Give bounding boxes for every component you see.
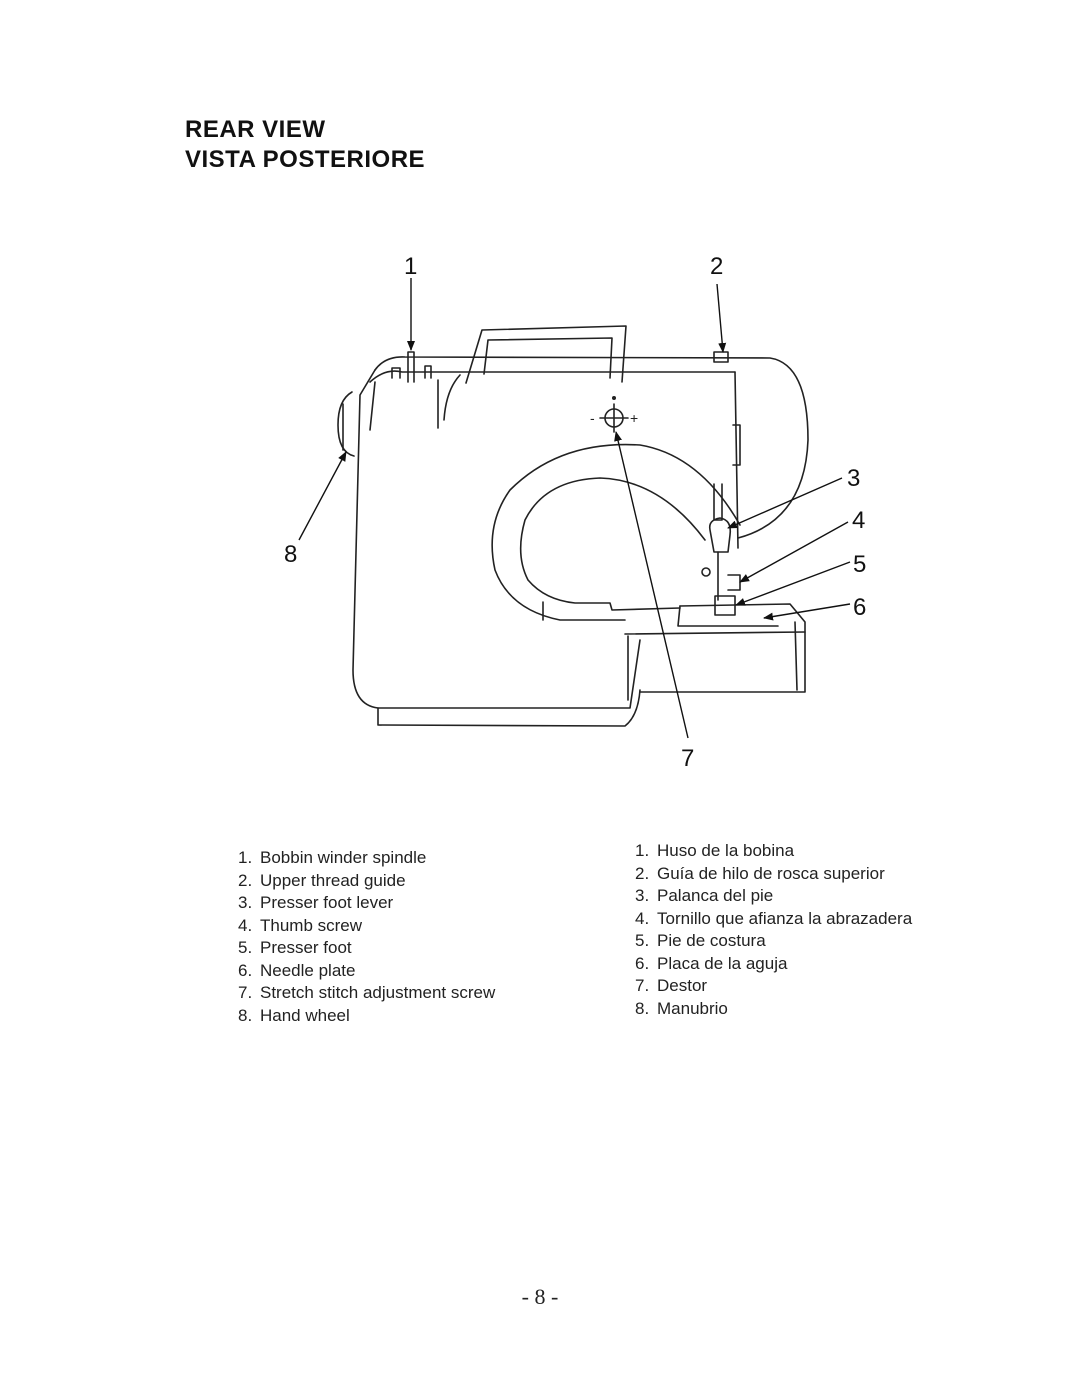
page-number: - 8 - (521, 1284, 559, 1309)
machine-body (374, 356, 809, 539)
list-item: 6.Needle plate (238, 960, 356, 980)
callout-4: 4 (852, 507, 865, 534)
callout-8: 8 (284, 541, 297, 568)
list-item: 5.Pie de costura (635, 931, 766, 950)
list-item: 3.Palanca del pie (635, 886, 774, 905)
callout-2: 2 (710, 253, 723, 280)
title-italian: VISTA POSTERIORE (185, 146, 426, 173)
svg-text:+: + (630, 410, 638, 426)
callout-1: 1 (404, 253, 417, 280)
list-item: 5.Presser foot (238, 938, 352, 957)
svg-text:-: - (590, 410, 595, 426)
list-item: 4.Tornillo que afianza la abrazadera (635, 908, 913, 928)
callout-6: 6 (853, 594, 866, 621)
list-item: 8.Hand wheel (238, 1005, 350, 1025)
list-item: 7.Destor (635, 976, 708, 995)
callout-5: 5 (853, 551, 866, 578)
list-item: 3.Presser foot lever (238, 893, 394, 912)
list-item: 8.Manubrio (635, 998, 728, 1018)
title-english: REAR VIEW (185, 116, 326, 143)
list-item: 2.Guía de hilo de rosca superior (635, 863, 885, 883)
list-item: 4.Thumb screw (238, 915, 363, 935)
list-item: 1.Bobbin winder spindle (238, 848, 427, 867)
legend-spanish: 1.Huso de la bobina 2.Guía de hilo de ro… (635, 840, 912, 1020)
list-item: 1.Huso de la bobina (635, 841, 795, 860)
sewing-machine-diagram: - + 1 2 3 4 5 6 7 8 (284, 253, 866, 772)
hand-wheel (337, 391, 355, 457)
list-item: 7.Stretch stitch adjustment screw (238, 983, 496, 1002)
callout-3: 3 (847, 465, 860, 492)
callout-7: 7 (681, 745, 694, 772)
list-item: 2.Upper thread guide (238, 870, 406, 890)
legend-english: 1.Bobbin winder spindle 2.Upper thread g… (238, 847, 495, 1027)
list-item: 6.Placa de la aguja (635, 953, 788, 973)
